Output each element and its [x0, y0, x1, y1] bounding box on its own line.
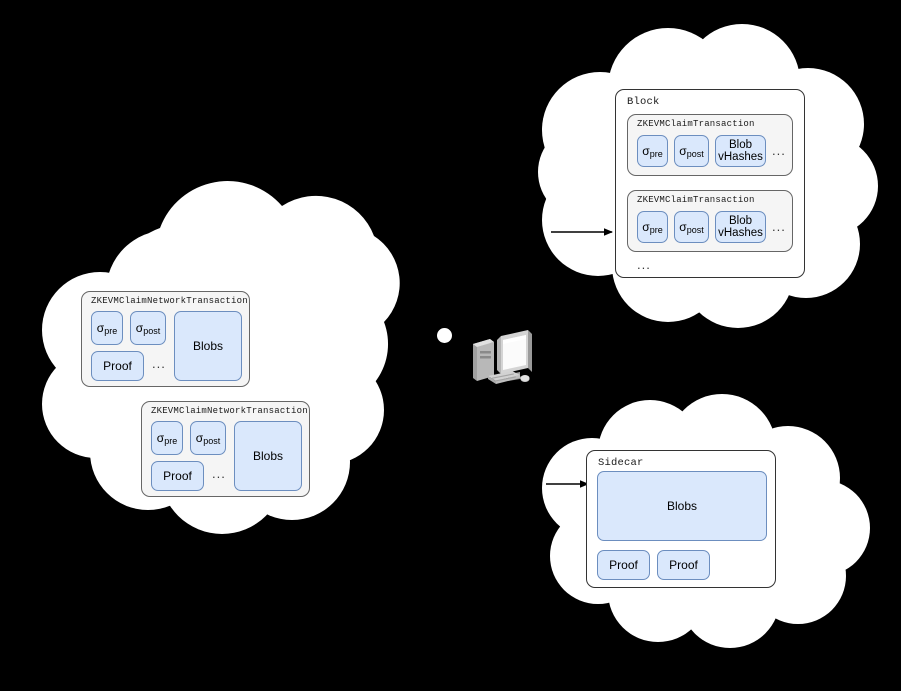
sigma-pre-box[interactable]: σpre — [91, 311, 123, 345]
zkevm-claim-network-transaction-1[interactable]: ZKEVMClaimNetworkTransaction σpre σpost … — [81, 291, 250, 387]
computer-workstation-icon — [473, 330, 532, 384]
transaction-ellipsis: ... — [772, 219, 786, 234]
sidecar-container[interactable]: Sidecar Blobs Proof Proof — [586, 450, 776, 588]
blob-vhashes-box[interactable]: Blob vHashes — [715, 135, 766, 167]
transaction-ellipsis: ... — [772, 143, 786, 158]
zkevm-claim-network-transaction-2[interactable]: ZKEVMClaimNetworkTransaction σpre σpost … — [141, 401, 310, 497]
transaction-title: ZKEVMClaimTransaction — [637, 119, 755, 129]
blob-vhashes-line1: Blob — [728, 138, 753, 151]
sigma-pre-label: σpre — [642, 143, 663, 159]
zkevm-claim-transaction-1[interactable]: ZKEVMClaimTransaction σpre σpost Blob vH… — [627, 114, 793, 176]
sigma-post-label: σpost — [679, 143, 704, 159]
sigma-post-label: σpost — [135, 320, 161, 336]
blob-vhashes-line2: vHashes — [718, 151, 763, 163]
proof-box[interactable]: Proof — [91, 351, 144, 381]
transaction-title: ZKEVMClaimNetworkTransaction — [151, 406, 308, 416]
sidecar-blobs-box[interactable]: Blobs — [597, 471, 767, 541]
sidecar-title: Sidecar — [598, 457, 644, 469]
sigma-pre-label: σpre — [156, 430, 178, 446]
transaction-title: ZKEVMClaimTransaction — [637, 195, 755, 205]
block-title: Block — [627, 96, 660, 108]
transaction-title: ZKEVMClaimNetworkTransaction — [91, 296, 248, 306]
blobs-box[interactable]: Blobs — [234, 421, 302, 491]
sigma-pre-box[interactable]: σpre — [151, 421, 183, 455]
sigma-post-label: σpost — [679, 219, 704, 235]
block-ellipsis: ... — [637, 257, 651, 272]
transaction-ellipsis: ... — [212, 466, 226, 481]
sigma-post-box[interactable]: σpost — [674, 135, 709, 167]
sigma-post-box[interactable]: σpost — [674, 211, 709, 243]
sigma-pre-box[interactable]: σpre — [637, 135, 668, 167]
zkevm-claim-transaction-2[interactable]: ZKEVMClaimTransaction σpre σpost Blob vH… — [627, 190, 793, 252]
blob-vhashes-line2: vHashes — [718, 227, 763, 239]
sidecar-proof-box-1[interactable]: Proof — [597, 550, 650, 580]
block-container[interactable]: Block ZKEVMClaimTransaction σpre σpost B… — [615, 89, 805, 278]
blobs-box[interactable]: Blobs — [174, 311, 242, 381]
transaction-ellipsis: ... — [152, 356, 166, 371]
blob-vhashes-box[interactable]: Blob vHashes — [715, 211, 766, 243]
sigma-post-label: σpost — [195, 430, 221, 446]
sidecar-proof-box-2[interactable]: Proof — [657, 550, 710, 580]
white-dot-marker — [437, 328, 452, 343]
sigma-pre-box[interactable]: σpre — [637, 211, 668, 243]
sigma-pre-label: σpre — [642, 219, 663, 235]
sigma-pre-label: σpre — [96, 320, 118, 336]
sigma-post-box[interactable]: σpost — [130, 311, 166, 345]
proof-box[interactable]: Proof — [151, 461, 204, 491]
sigma-post-box[interactable]: σpost — [190, 421, 226, 455]
blob-vhashes-line1: Blob — [728, 214, 753, 227]
